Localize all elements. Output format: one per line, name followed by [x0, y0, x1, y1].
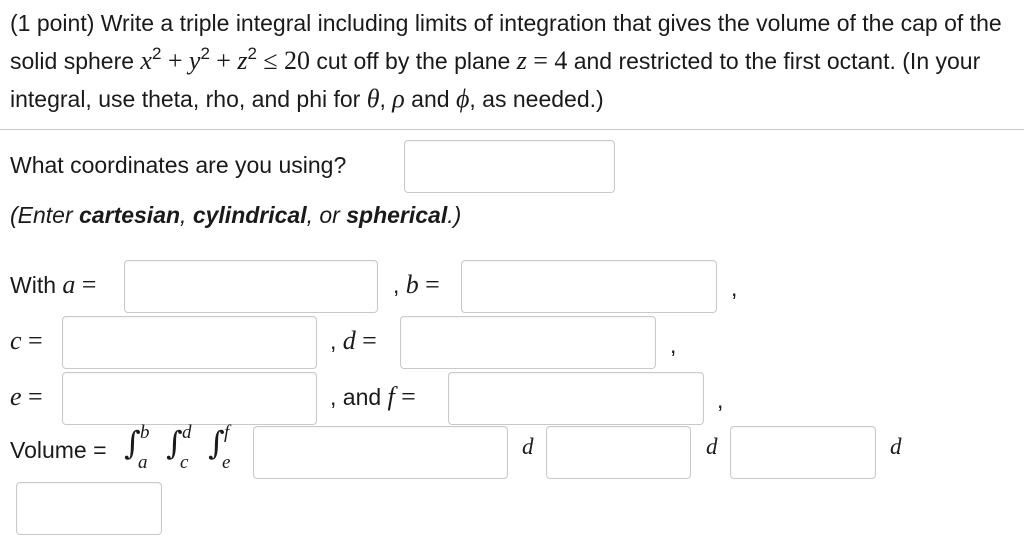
volume-label: Volume = — [10, 437, 107, 463]
limit-b-input[interactable] — [461, 260, 717, 313]
integral-3: ∫ f e — [208, 422, 231, 473]
trailing-comma-2: , — [670, 332, 677, 358]
limit-a-input[interactable] — [124, 260, 378, 313]
limit-f-input[interactable] — [448, 372, 704, 425]
limit-d-input[interactable] — [400, 316, 656, 369]
trailing-comma-3: , — [717, 387, 724, 413]
limit-c-input[interactable] — [62, 316, 317, 369]
integrand-input[interactable] — [253, 426, 508, 479]
differential-3-input[interactable] — [16, 482, 162, 535]
label-c: c = — [10, 326, 43, 355]
problem-statement: (1 point) Write a triple integral includ… — [10, 10, 1002, 113]
label-e: e = — [10, 382, 43, 411]
differential-d-2: d — [706, 434, 718, 459]
trailing-comma-1: , — [731, 275, 738, 301]
coords-hint: (Enter cartesian, cylindrical, or spheri… — [10, 202, 462, 228]
coords-question: What coordinates are you using? — [10, 152, 347, 178]
differential-d-3: d — [890, 434, 902, 459]
coords-input[interactable] — [404, 140, 615, 193]
integral-2: ∫ d c — [166, 422, 192, 473]
limit-e-input[interactable] — [62, 372, 317, 425]
label-f: , and f = — [330, 382, 416, 411]
label-d: , d = — [330, 326, 377, 355]
differential-d-1: d — [522, 434, 534, 459]
label-b: , b = — [393, 270, 440, 299]
label-a: With a = — [10, 270, 97, 299]
differential-2-input[interactable] — [730, 426, 876, 479]
differential-1-input[interactable] — [546, 426, 691, 479]
section-divider — [0, 129, 1024, 130]
integral-1: ∫ b a — [124, 422, 150, 473]
